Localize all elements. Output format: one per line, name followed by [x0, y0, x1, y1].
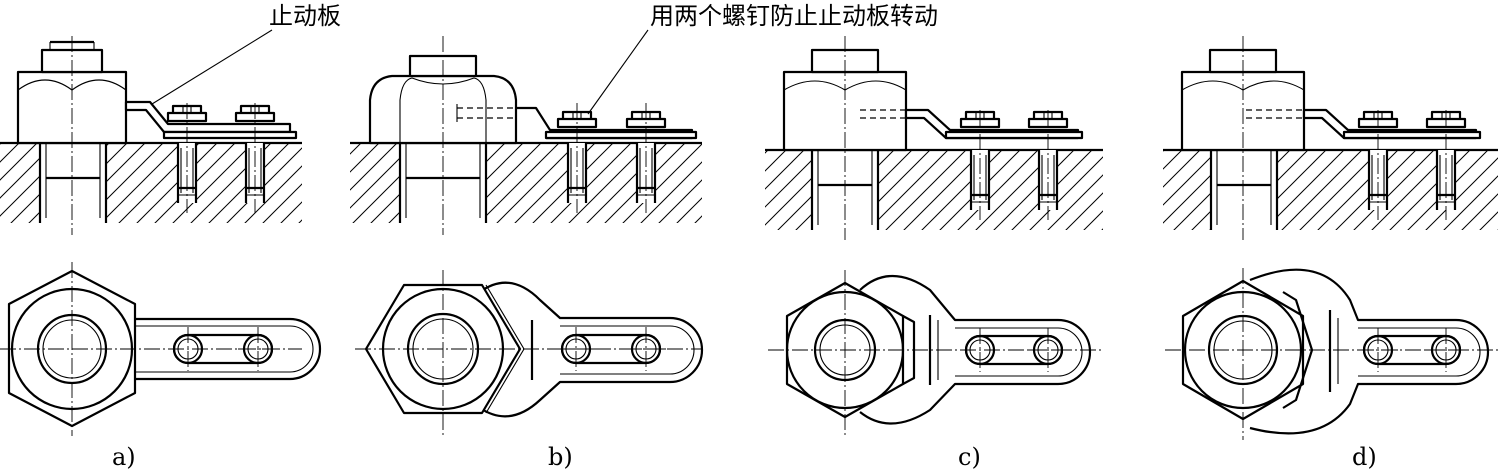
section-view: [0, 36, 302, 235]
annotation-lock-plate: 止动板: [151, 2, 341, 105]
panel-a: a): [0, 36, 322, 471]
panel-label-b: b): [548, 443, 573, 471]
section-view: [350, 36, 702, 235]
leader-line: [587, 29, 649, 115]
panel-label-c: c): [958, 443, 981, 471]
lock-plate-outline: [133, 317, 322, 381]
annotation-two-screws-text: 用两个螺钉防止止动板转动: [650, 2, 938, 30]
top-view: [355, 270, 704, 436]
top-view: [0, 262, 322, 436]
leader-line: [151, 29, 273, 105]
top-view: [1165, 268, 1498, 440]
annotation-two-screws: 用两个螺钉防止止动板转动: [587, 2, 938, 115]
panel-c: c): [765, 36, 1103, 471]
section-view: [765, 36, 1103, 240]
section-view: [1163, 36, 1498, 240]
panel-label-d: d): [1352, 443, 1377, 471]
annotation-lock-plate-text: 止动板: [269, 2, 341, 30]
panel-d: d): [1163, 36, 1498, 471]
lock-plate-outline: [479, 281, 704, 418]
panel-b: b): [350, 36, 704, 471]
panel-label-a: a): [112, 443, 136, 471]
top-view: [768, 270, 1103, 436]
